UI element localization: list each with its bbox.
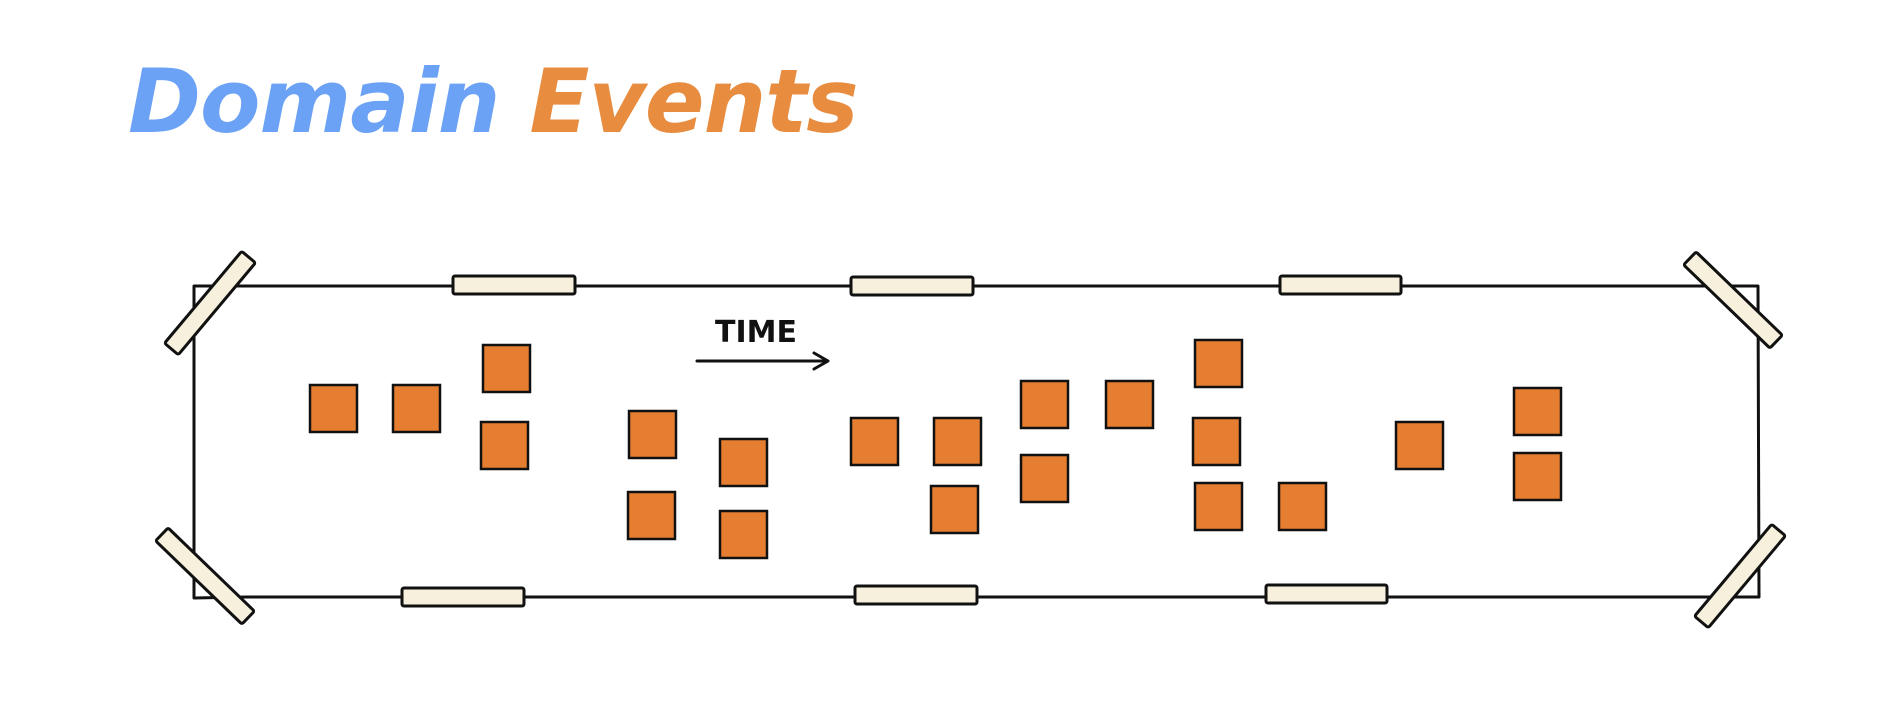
sticky-note bbox=[1193, 481, 1244, 532]
timeline-arrow bbox=[695, 351, 830, 371]
sticky-note bbox=[718, 437, 769, 488]
sticky-note bbox=[718, 509, 769, 560]
tape-corner bbox=[154, 527, 256, 625]
title-word-events: Events bbox=[529, 50, 858, 153]
tape-strip bbox=[400, 586, 526, 608]
tape-corner bbox=[163, 250, 257, 356]
sticky-note bbox=[481, 343, 532, 394]
tape-strip bbox=[849, 275, 975, 297]
sticky-note bbox=[1104, 379, 1155, 430]
tape-strip bbox=[451, 274, 577, 296]
board-frame bbox=[192, 284, 1761, 600]
title-word-domain: Domain bbox=[128, 50, 500, 153]
sticky-note bbox=[1019, 453, 1070, 504]
tape-strip bbox=[853, 584, 979, 606]
sticky-note bbox=[308, 383, 359, 434]
sticky-note bbox=[391, 383, 442, 434]
sticky-note bbox=[1191, 416, 1242, 467]
sticky-note bbox=[627, 409, 678, 460]
sticky-note bbox=[1512, 386, 1563, 437]
sticky-note bbox=[932, 416, 983, 467]
sticky-note bbox=[626, 490, 677, 541]
tape-corner bbox=[1693, 523, 1787, 629]
sticky-note bbox=[929, 484, 980, 535]
tape-corner bbox=[1682, 251, 1784, 349]
sticky-note bbox=[479, 420, 530, 471]
sticky-note bbox=[1512, 451, 1563, 502]
tape-strip bbox=[1278, 274, 1403, 296]
sticky-note bbox=[849, 416, 900, 467]
timeline-label: TIME bbox=[715, 315, 797, 350]
sticky-note bbox=[1019, 379, 1070, 430]
tape-strip bbox=[1264, 583, 1389, 605]
sticky-note bbox=[1394, 420, 1445, 471]
tape-strips bbox=[154, 250, 1787, 629]
sticky-notes bbox=[308, 338, 1563, 560]
sticky-note bbox=[1193, 338, 1244, 389]
sticky-note bbox=[1277, 481, 1328, 532]
page-title: Domain Events bbox=[128, 36, 859, 153]
